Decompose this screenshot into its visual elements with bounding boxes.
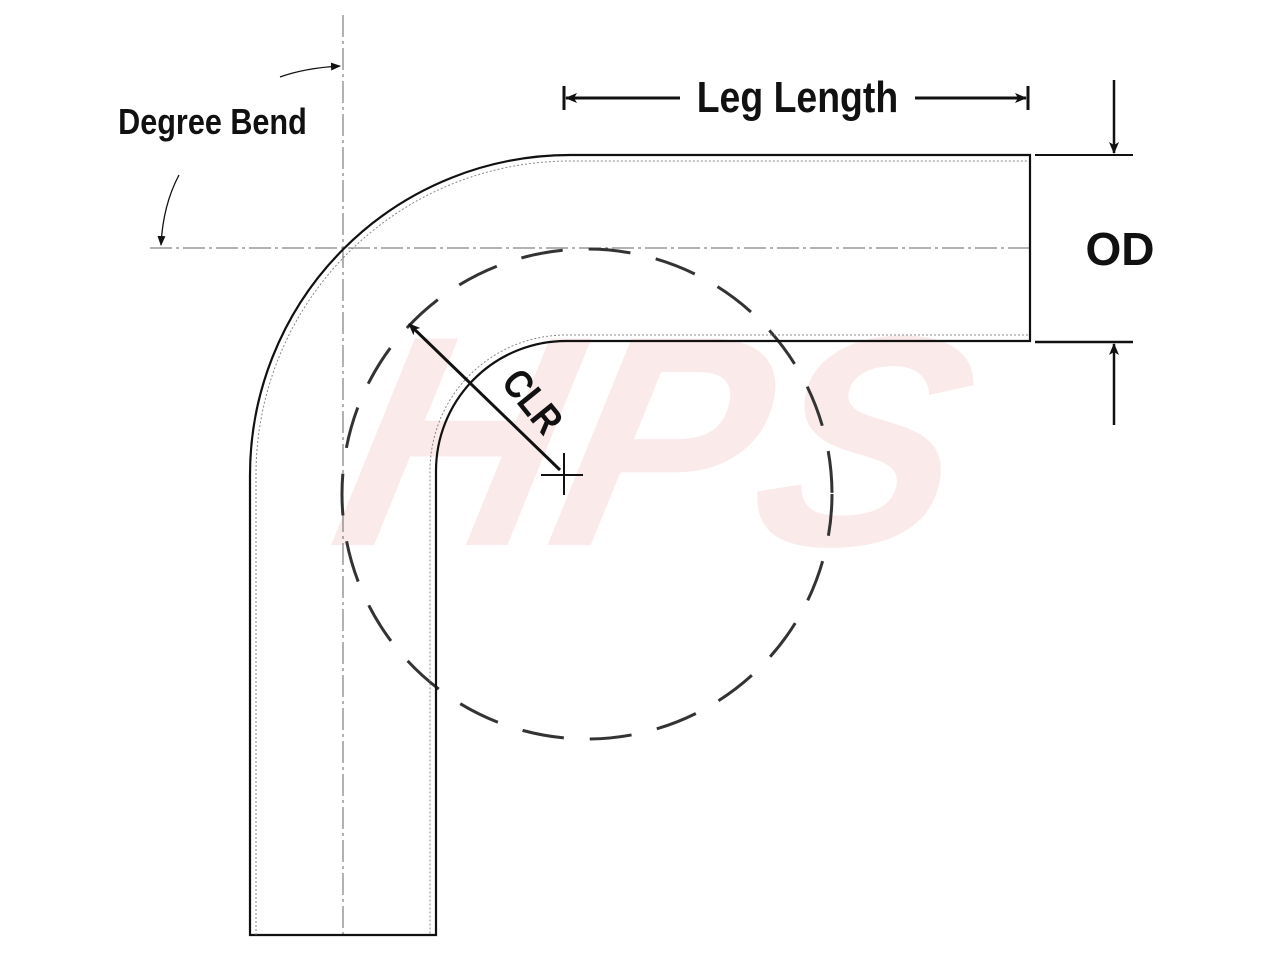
watermark-logo: HPS	[312, 274, 1002, 609]
degree-bend-label: Degree Bend	[118, 103, 307, 143]
clr-radius-arrow	[407, 322, 562, 472]
degree-bend-arrow-top	[279, 62, 341, 78]
clr-circle	[340, 247, 834, 741]
tube-outline	[248, 153, 1032, 937]
od-label: OD	[1086, 223, 1155, 275]
leg-length-label: Leg Length	[697, 72, 899, 122]
degree-bend-arrow-left	[157, 174, 180, 246]
tube-inner-wall	[255, 160, 1028, 935]
